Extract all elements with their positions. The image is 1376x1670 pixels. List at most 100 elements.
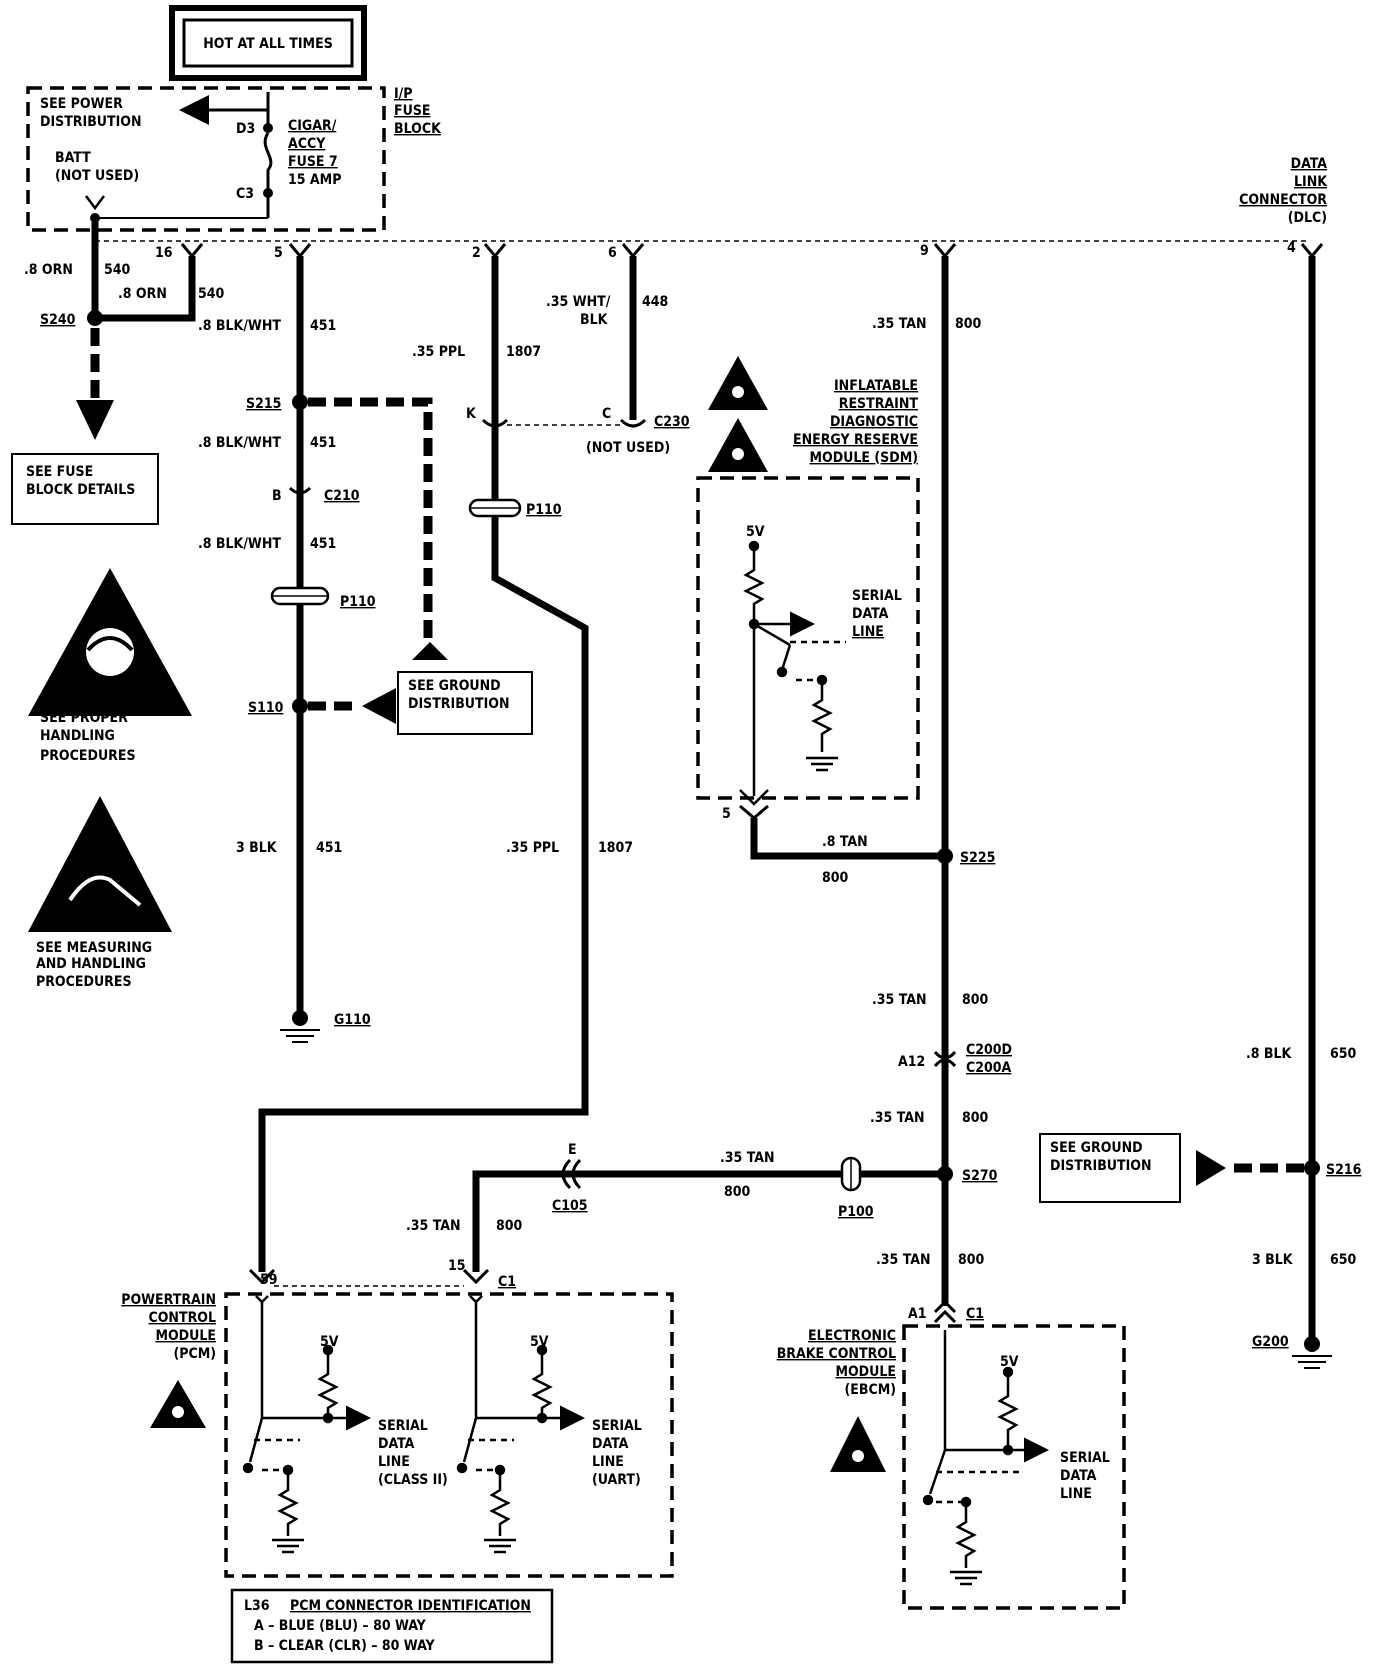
- svg-text:AND HANDLING: AND HANDLING: [36, 956, 146, 972]
- pcm-pin15-connector: [462, 1268, 490, 1285]
- svg-text:SEE MEASURING: SEE MEASURING: [36, 940, 152, 956]
- wire-1807-label-b: .35 PPL: [506, 840, 559, 856]
- svg-text:DATA: DATA: [378, 1436, 415, 1452]
- wire-800-sdm-label: .8 TAN: [822, 834, 868, 850]
- svg-text:POWERTRAIN: POWERTRAIN: [121, 1292, 216, 1308]
- svg-text:9: 9: [920, 243, 929, 259]
- svg-text:DISTRIBUTION: DISTRIBUTION: [1050, 1158, 1152, 1174]
- svg-text:2: 2: [472, 245, 481, 261]
- svg-text:6: 6: [608, 245, 617, 261]
- wire-540-label-a: .8 ORN: [24, 262, 73, 278]
- pcm-internal-circuit-class2: [242, 1295, 371, 1554]
- ebcm-title: ELECTRONIC BRAKE CONTROL MODULE (EBCM): [777, 1328, 896, 1398]
- g110-label: G110: [334, 1012, 371, 1028]
- s110-label: S110: [248, 700, 284, 716]
- fuse-name-label-2: ACCY: [288, 136, 326, 152]
- see-power-distribution-label-2: DISTRIBUTION: [40, 114, 142, 130]
- wire-448-label-2: BLK: [580, 312, 609, 328]
- svg-text:MODULE: MODULE: [835, 1364, 896, 1380]
- svg-text:SERIAL: SERIAL: [592, 1418, 642, 1434]
- sdm-pin5-connector-outer: [739, 804, 769, 820]
- svg-text:DATA: DATA: [1060, 1468, 1097, 1484]
- c210-pin-label: B: [272, 488, 282, 504]
- p110-label-a: P110: [340, 594, 376, 610]
- splice-s216: [1304, 1160, 1320, 1176]
- s225-label: S225: [960, 850, 995, 866]
- ip-fuse-block-box: [26, 86, 386, 232]
- c230-not-used-label: (NOT USED): [586, 440, 670, 456]
- wire-800-circuit-c: 800: [962, 1110, 989, 1126]
- wire-800-pcm: [472, 1170, 945, 1272]
- fuse-name-label: CIGAR/: [288, 118, 337, 134]
- k-pin-label: K: [466, 406, 477, 422]
- wire-1807-label-a: .35 PPL: [412, 344, 465, 360]
- svg-text:SEE FUSE: SEE FUSE: [26, 464, 93, 480]
- svg-text:SERIAL: SERIAL: [378, 1418, 428, 1434]
- svg-text:BLOCK: BLOCK: [394, 121, 442, 137]
- wire-451-circuit-a: 451: [310, 318, 336, 334]
- svg-text:ENERGY RESERVE: ENERGY RESERVE: [793, 432, 918, 448]
- s216-label: S216: [1326, 1162, 1362, 1178]
- wire-540-circuit-a: 540: [104, 262, 131, 278]
- fuse-symbol: [263, 132, 273, 193]
- g200-label: G200: [1252, 1334, 1289, 1350]
- see-power-distribution-label: SEE POWER: [40, 96, 123, 112]
- svg-text:(UART): (UART): [592, 1472, 641, 1488]
- connector-c105-symbol: [561, 1158, 582, 1190]
- ebcm-a1-label: A1: [908, 1306, 927, 1322]
- dlc-label: DATA LINK CONNECTOR (DLC): [1239, 156, 1328, 226]
- c3-label: C3: [236, 186, 254, 202]
- hot-at-all-times-box: HOT AT ALL TIMES: [169, 5, 367, 81]
- wire-451-label-b: .8 BLK/WHT: [198, 435, 281, 451]
- ip-fuse-block-title: I/P FUSE BLOCK: [394, 86, 442, 137]
- connector-k-symbol: [481, 418, 509, 428]
- svg-text:DATA: DATA: [852, 606, 889, 622]
- a12-pin-label: A12: [898, 1054, 925, 1070]
- svg-text:A – BLUE (BLU) – 80 WAY: A – BLUE (BLU) – 80 WAY: [254, 1618, 427, 1634]
- wire-800-circuit-b: 800: [962, 992, 989, 1008]
- svg-text:SEE GROUND: SEE GROUND: [408, 678, 501, 694]
- ground-arrow-left: [362, 688, 396, 724]
- c200d-label: C200D: [966, 1042, 1012, 1058]
- svg-text:INFLATABLE: INFLATABLE: [834, 378, 918, 394]
- wire-1807-circuit-a: 1807: [506, 344, 541, 360]
- wire-800-label-d: .35 TAN: [876, 1252, 931, 1268]
- wire-800-label-c: .35 TAN: [870, 1110, 925, 1126]
- splice-s110: [292, 698, 308, 714]
- svg-text:SERIAL: SERIAL: [852, 588, 902, 604]
- pcm-esd-icon: [150, 1380, 206, 1428]
- pcm-serial-uart-label: SERIAL DATA LINE (UART): [592, 1418, 642, 1488]
- wire-451-circuit-d: 451: [316, 840, 342, 856]
- splice-s225: [937, 848, 953, 864]
- handling-procedures-label: SEE PROPER HANDLING PROCEDURES: [40, 710, 136, 764]
- wire-540: [91, 222, 196, 322]
- ground-arrow-up: [412, 642, 448, 660]
- fuse-block-details-arrow: [76, 400, 114, 440]
- p110-label-b: P110: [526, 502, 562, 518]
- wire-800-circuit-d: 800: [958, 1252, 985, 1268]
- wire-800-label-e: .35 TAN: [720, 1150, 775, 1166]
- sdm-module-box: [696, 476, 920, 800]
- sdm-pin5-label: 5: [722, 806, 731, 822]
- svg-text:CONTROL: CONTROL: [148, 1310, 216, 1326]
- p100-label: P100: [838, 1204, 874, 1220]
- svg-text:MODULE (SDM): MODULE (SDM): [809, 450, 918, 466]
- wire-800-sdm-circuit: 800: [822, 870, 849, 886]
- pcm-5v-label-b: 5V: [530, 1334, 549, 1350]
- svg-text:DATA: DATA: [1291, 156, 1328, 172]
- wire-800-circuit-f: 800: [496, 1218, 523, 1234]
- wire-1807-circuit-b: 1807: [598, 840, 633, 856]
- wire-451-label-d: 3 BLK: [236, 840, 278, 856]
- svg-text:LINE: LINE: [1060, 1486, 1092, 1502]
- svg-text:LINE: LINE: [378, 1454, 410, 1470]
- s240-label: S240: [40, 312, 76, 328]
- wire-650-circuit-b: 650: [1330, 1252, 1357, 1268]
- svg-text:LINE: LINE: [592, 1454, 624, 1470]
- see-ground-distribution-box-2: SEE GROUND DISTRIBUTION: [1039, 1133, 1181, 1203]
- ground-g200: [1304, 1336, 1320, 1352]
- pcm-serial-class2-label: SERIAL DATA LINE (CLASS II): [378, 1418, 448, 1488]
- c230-label: C230: [654, 414, 690, 430]
- svg-text:DISTRIBUTION: DISTRIBUTION: [408, 696, 510, 712]
